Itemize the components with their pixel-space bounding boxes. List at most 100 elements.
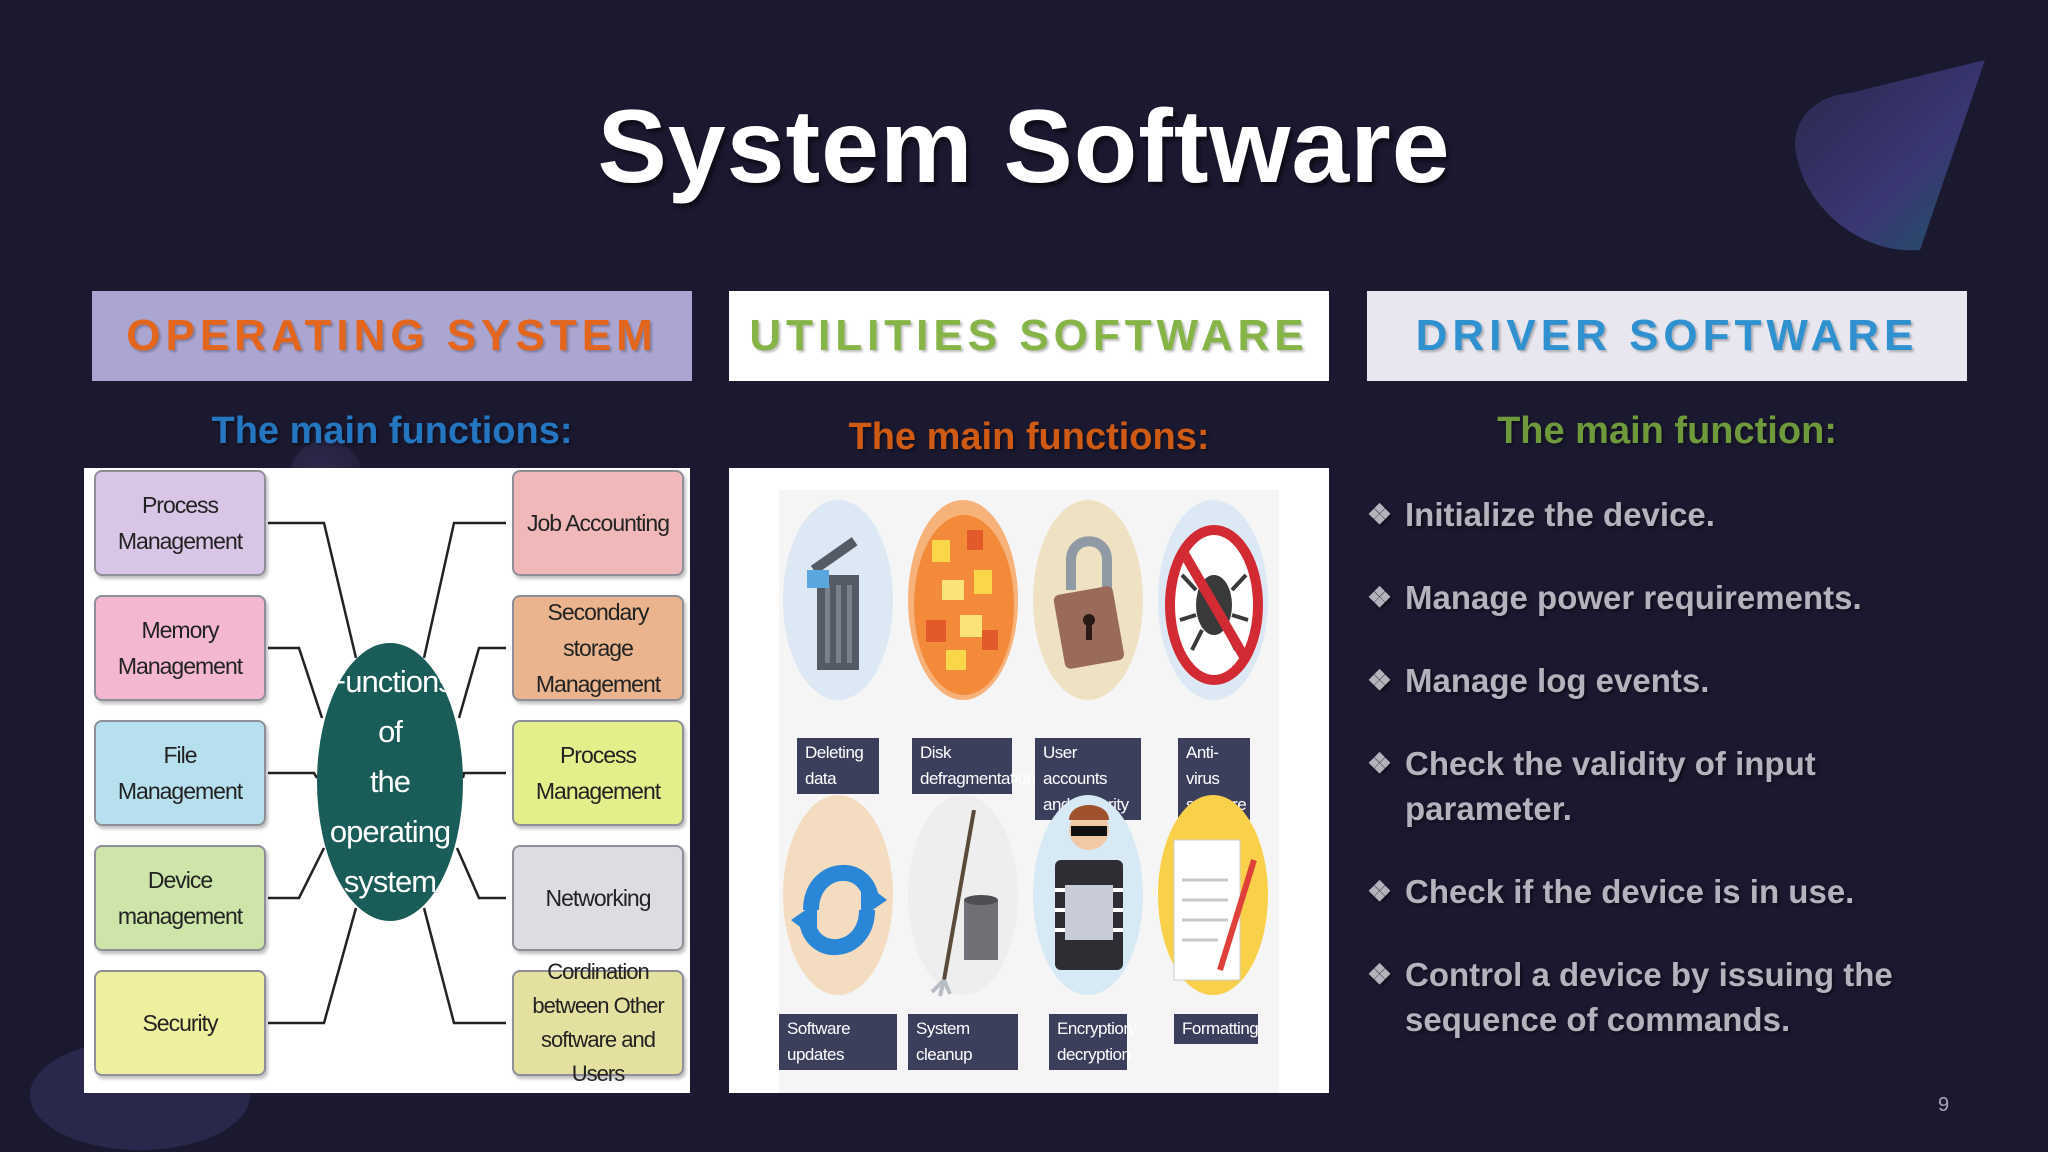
deleting-data-label: Deleting data [797,738,879,794]
list-item-line: Initialize the device. [1405,496,1715,533]
encryption-label: Encryption/ decryption [1049,1014,1137,1070]
refresh-icon [791,865,887,955]
bullet-icon: ❖ [1367,665,1393,696]
cone-decoration [1795,60,1985,251]
card-circle [908,795,1018,995]
bullet-icon: ❖ [1367,959,1393,990]
bullet-icon: ❖ [1367,748,1393,779]
hacker-icon [1055,805,1123,970]
box-line: Management [117,653,243,679]
box-line: Management [535,778,661,804]
box-line: Device [147,867,213,893]
list-item-line: Check the validity of input [1405,745,1816,782]
list-item-line: Check if the device is in use. [1405,873,1855,910]
center-line: system [343,864,437,899]
os-subtitle: The main functions: [211,410,573,452]
bullet-icon: ❖ [1367,582,1393,613]
formatting-card: Formatting [1154,790,1272,1090]
list-item: ❖ Manage log events. [1367,658,2007,703]
box-line: software and Users [541,1027,656,1086]
driver-software-header: DRIVER SOFTWARE [1367,291,1967,381]
operating-system-header: OPERATING SYSTEM [92,291,692,381]
document-pen-icon [1173,839,1257,981]
bullet-icon: ❖ [1367,499,1393,530]
box-line: Secondary storage [547,599,650,661]
card-label-line: Formatting [1182,1019,1259,1038]
utilities-functions-grid: Deleting data Disk defragmentation [729,468,1329,1093]
box-line: Networking [545,885,651,911]
no-bug-icon [1165,525,1263,685]
box-line: Process [559,742,637,768]
box-line: Job Accounting [526,510,670,536]
padlock-icon [1053,536,1125,669]
list-item-line: sequence of commands. [1405,1001,1791,1038]
utilities-grid-background: Deleting data Disk defragmentation [779,490,1279,1093]
center-line: the operating [329,764,451,849]
user-accounts-card: User accounts and security [1029,490,1147,820]
utilities-software-header-label: UTILITIES SOFTWARE [749,311,1309,360]
mop-bucket-icon [930,810,998,997]
box-line: Security [142,1010,218,1036]
list-item-line: Control a device by issuing the [1405,956,1893,993]
networking-box: Networking [512,845,684,951]
box-line: management [117,903,243,929]
list-item: ❖ Check the validity of input parameter. [1367,741,2007,831]
list-item-line: Manage log events. [1405,662,1710,699]
card-label-line: defragmentation [920,769,1036,788]
coordination-box: Cordination between Other software and Use… [512,959,684,1086]
card-label-line: Software updates [787,1019,851,1064]
utilities-subtitle: The main functions: [848,416,1210,458]
card-label-line: Deleting data [805,743,864,788]
box-line: Cordination [547,959,650,984]
driver-software-header-label: DRIVER SOFTWARE [1415,311,1919,360]
utilities-software-header: UTILITIES SOFTWARE [729,291,1329,381]
software-updates-label: Software updates [779,1014,897,1070]
software-updates-card: Software updates [779,790,897,1090]
list-item: ❖ Control a device by issuing the sequen… [1367,952,2007,1042]
center-line: Functions of [327,664,453,749]
puzzle-sphere-icon [914,515,1014,695]
box-line: between Other [532,993,664,1018]
driver-functions-list: ❖ Initialize the device. ❖ Manage power … [1367,492,2007,1080]
list-item: ❖ Initialize the device. [1367,492,2007,537]
box-line: Memory [141,617,219,643]
system-cleanup-label: System cleanup [908,1014,1018,1070]
list-item: ❖ Manage power requirements. [1367,575,2007,620]
slide-title: System Software [597,89,1451,205]
encryption-card: Encryption/ decryption [1029,790,1147,1090]
card-label-line: Disk [920,743,952,762]
page-number: 9 [1938,1094,1950,1116]
box-line: Management [117,778,243,804]
os-functions-diagram: Functions of the operating system Proces… [84,468,690,1093]
trash-icon [807,537,859,670]
list-item-line: parameter. [1405,790,1572,827]
os-functions-center: Functions of the operating system [317,643,463,921]
box-line: File [163,742,197,768]
operating-system-header-label: OPERATING SYSTEM [126,311,658,360]
anti-virus-card: Anti-virus software [1154,490,1272,820]
bullet-icon: ❖ [1367,876,1393,907]
box-line: Management [117,528,243,554]
card-label-line: Encryption/ [1057,1019,1137,1038]
connector-lines [268,521,506,1025]
disk-defragmentation-label: Disk defragmentation [912,738,1036,794]
card-label-line: User accounts [1043,743,1108,788]
system-cleanup-card: System cleanup [904,790,1022,1090]
deleting-data-card: Deleting data [779,490,897,794]
list-item: ❖ Check if the device is in use. [1367,869,2007,914]
disk-defragmentation-card: Disk defragmentation [904,490,1036,794]
card-label-line: Anti-virus [1186,743,1220,788]
driver-subtitle: The main function: [1497,410,1837,452]
security-box: Security [94,970,266,1076]
card-label-line: System cleanup [916,1019,973,1064]
formatting-label: Formatting [1174,1014,1259,1044]
list-item-line: Manage power requirements. [1405,579,1862,616]
job-accounting-box: Job Accounting [512,470,684,576]
box-line: Process [141,492,219,518]
box-line: Management [535,671,661,697]
